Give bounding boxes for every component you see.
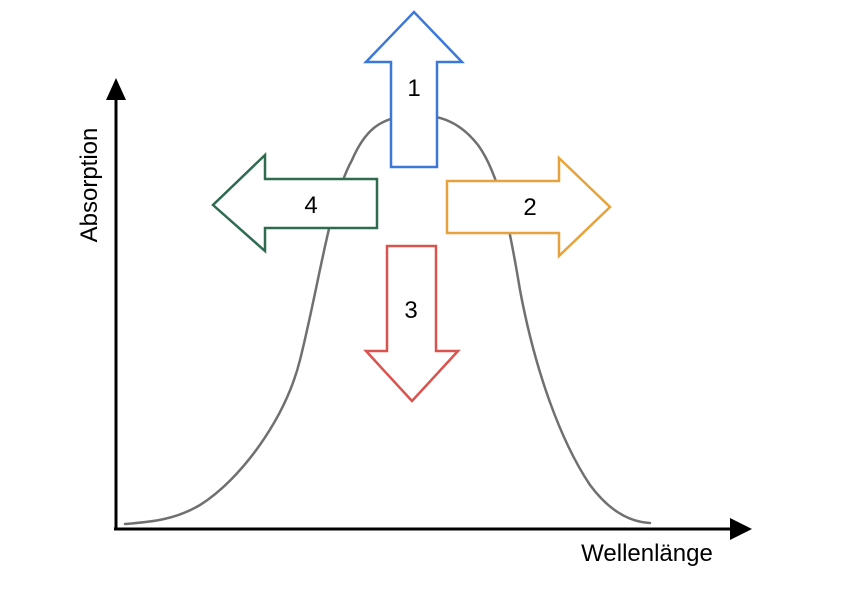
y-axis-label: Absorption <box>76 128 103 243</box>
arrow-2-right: 2 <box>445 155 612 259</box>
x-axis-arrowhead <box>730 518 752 540</box>
arrow-4-shape <box>211 152 379 254</box>
arrow-1-up: 1 <box>363 10 465 169</box>
arrow-3-down: 3 <box>363 244 461 403</box>
arrow-2-shape <box>445 155 612 259</box>
arrow-4-label: 4 <box>304 192 317 219</box>
arrow-4-left: 4 <box>211 152 379 254</box>
arrow-1-shape <box>363 10 465 169</box>
arrow-3-label: 3 <box>404 297 417 324</box>
axes <box>106 78 752 540</box>
y-axis-arrowhead <box>106 78 126 100</box>
x-axis-label: Wellenlänge <box>581 540 713 567</box>
arrow-2-label: 2 <box>523 194 536 221</box>
arrow-1-label: 1 <box>407 75 420 102</box>
arrow-3-shape <box>363 244 461 403</box>
